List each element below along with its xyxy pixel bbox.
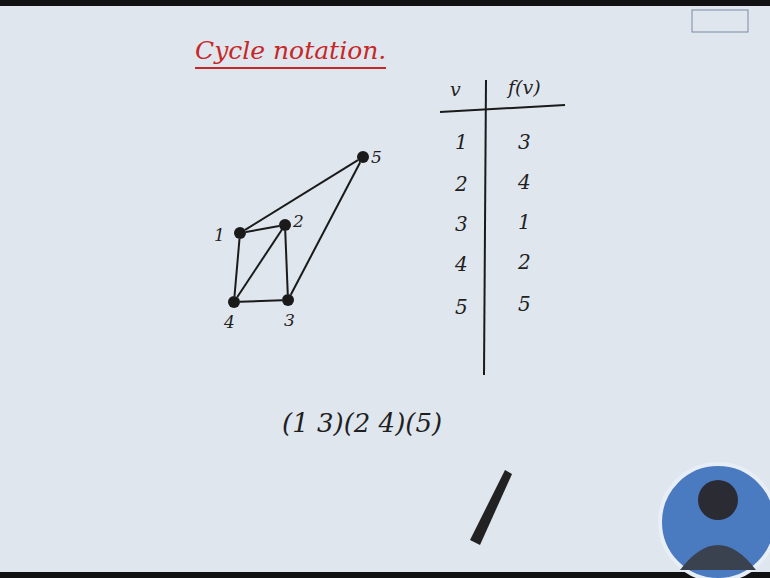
table-cell: 5 [455,295,468,319]
edge-line [240,300,282,302]
graph-edge [285,231,288,294]
graph-vertex: 5 [357,151,369,163]
vertex-label: 4 [224,312,235,332]
cycle-notation: (1 3)(2 4)(5) [282,408,442,438]
table-cell: 4 [455,252,468,276]
table-rule [440,105,565,112]
vertex-label: 3 [284,310,295,330]
logo-box [692,10,748,32]
vertex-label: 1 [214,225,225,245]
table-header: v [450,78,461,100]
table-cell: 5 [518,292,531,316]
top-frame [0,0,770,6]
graph-vertex: 4 [228,296,240,308]
bottom-frame [0,572,770,578]
presenter-inset [660,464,770,578]
table-cell: 1 [518,210,531,234]
vertex-label: 5 [371,147,382,167]
graph-vertex: 2 [279,219,291,231]
slide-title: Cycle notation. [195,36,386,69]
graph-vertex: 3 [282,294,294,306]
pen [470,470,512,545]
table-header: f(v) [508,76,541,98]
table-rule [484,80,486,375]
table-cell: 2 [518,250,531,274]
edge-line [235,239,240,296]
presenter-body [680,545,756,570]
graph-edge [235,239,240,296]
table-cell: 4 [518,170,531,194]
edge-line [285,231,288,294]
edge-line [291,162,360,294]
graph-edge [240,300,282,302]
presenter-head [698,480,738,520]
graph-edge [237,230,281,297]
edge-line [237,230,281,297]
graph-vertex: 1 [234,227,246,239]
table-cell: 3 [518,130,531,154]
graph-edge [291,162,360,294]
table-cell: 3 [455,212,468,236]
vertex-label: 2 [293,211,304,231]
table-cell: 2 [455,172,468,196]
table-cell: 1 [455,130,468,154]
